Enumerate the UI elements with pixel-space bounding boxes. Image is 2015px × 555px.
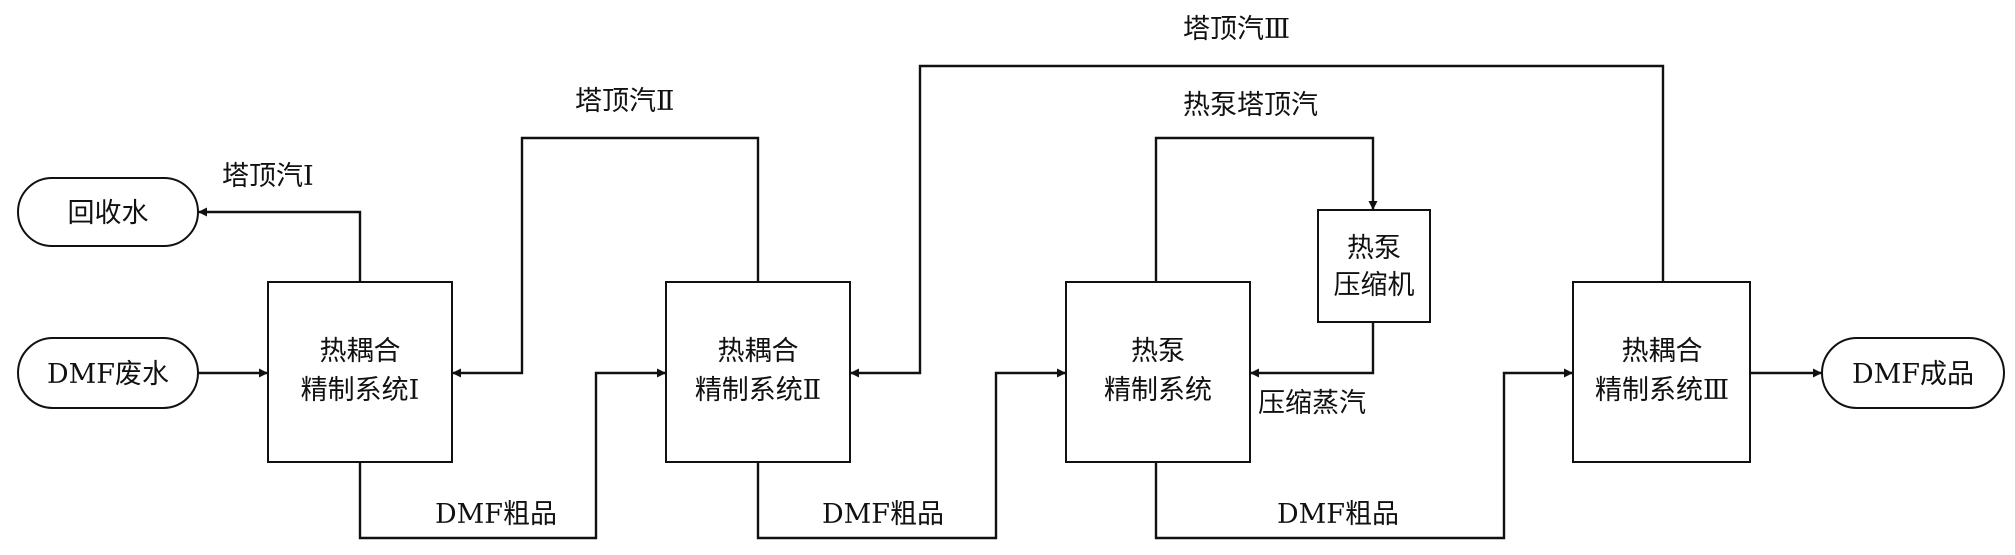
box-system-2-line1: 热耦合 — [718, 336, 799, 367]
label-heat-pump-top-vapor: 热泵塔顶汽 — [1183, 90, 1318, 121]
terminal-recycle-water: 回收水 — [17, 177, 199, 247]
flow-crude-3 — [1154, 368, 1573, 540]
box-system-1-line2: 精制系统Ⅰ — [301, 375, 420, 406]
flow-compressed-steam — [1250, 322, 1375, 378]
flow-heat-pump-top-vapor — [1154, 136, 1378, 282]
box-system-3-line2: 精制系统Ⅲ — [1595, 375, 1729, 406]
label-crude-3: DMF粗品 — [1277, 499, 1399, 530]
box-system-3: 热耦合 精制系统Ⅲ — [1572, 281, 1751, 463]
box-heat-pump-system-line1: 热泵 — [1131, 336, 1185, 367]
label-crude-2: DMF粗品 — [822, 499, 944, 530]
flow-crude-2 — [756, 368, 1066, 540]
flow-crude-1 — [358, 368, 666, 540]
box-heat-pump-system: 热泵 精制系统 — [1065, 281, 1251, 463]
terminal-dmf-product: DMF成品 — [1821, 337, 2005, 409]
box-compressor: 热泵 压缩机 — [1317, 209, 1431, 323]
flow-top-vapor-2 — [452, 136, 760, 378]
box-compressor-line1: 热泵 — [1347, 233, 1401, 264]
box-system-1-line1: 热耦合 — [320, 336, 401, 367]
flow-top-vapor-1 — [198, 207, 362, 282]
box-compressor-line2: 压缩机 — [1334, 270, 1415, 301]
terminal-dmf-wastewater-label: DMF废水 — [47, 359, 169, 390]
label-top-vapor-1: 塔顶汽Ⅰ — [222, 161, 314, 192]
box-heat-pump-system-line2: 精制系统 — [1104, 375, 1212, 406]
terminal-dmf-wastewater: DMF废水 — [17, 337, 199, 409]
label-crude-1: DMF粗品 — [435, 499, 557, 530]
box-system-2-line2: 精制系统Ⅱ — [695, 375, 821, 406]
terminal-recycle-water-label: 回收水 — [68, 198, 149, 229]
label-compressed-steam: 压缩蒸汽 — [1258, 388, 1366, 419]
box-system-2: 热耦合 精制系统Ⅱ — [665, 281, 851, 463]
box-system-3-line1: 热耦合 — [1622, 336, 1703, 367]
terminal-dmf-product-label: DMF成品 — [1852, 359, 1974, 390]
box-system-1: 热耦合 精制系统Ⅰ — [267, 281, 453, 463]
flow-top-vapor-3 — [850, 64, 1665, 378]
label-top-vapor-3: 塔顶汽Ⅲ — [1183, 14, 1290, 45]
label-top-vapor-2: 塔顶汽Ⅱ — [575, 86, 674, 117]
